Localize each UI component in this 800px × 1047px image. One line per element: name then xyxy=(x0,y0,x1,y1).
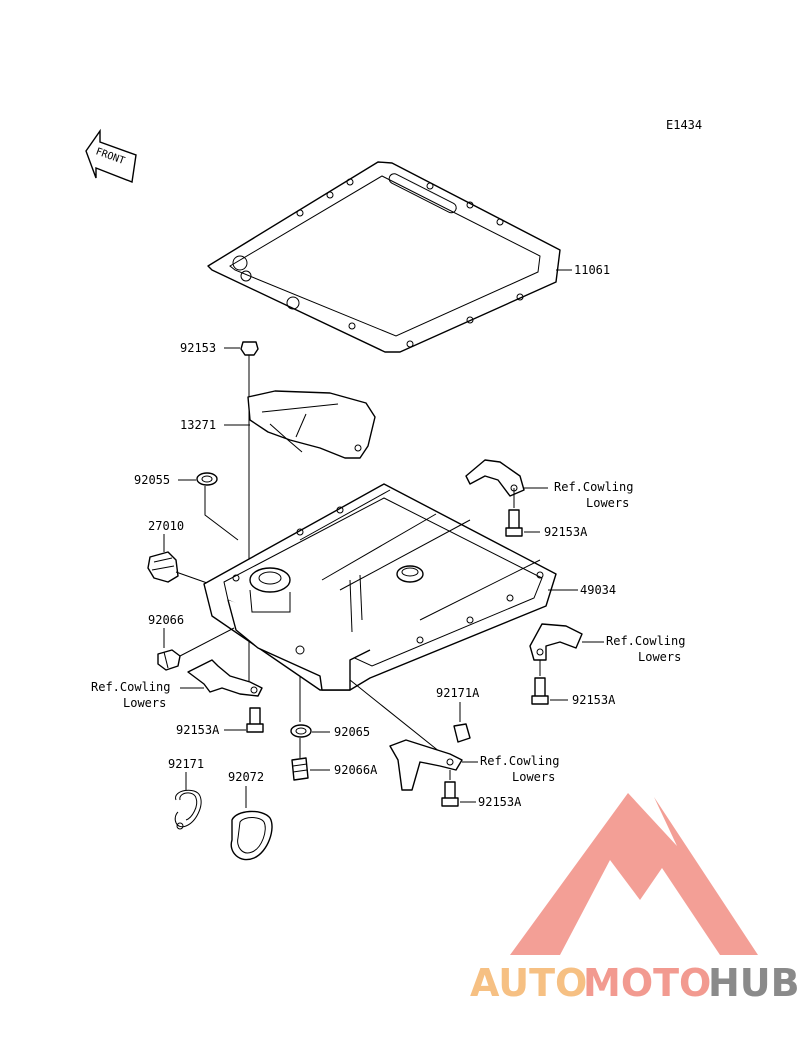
clip-92171A xyxy=(453,723,471,743)
ref2-line2: Lowers xyxy=(638,650,681,664)
watermark-logo: AUTO MOTO HUB xyxy=(470,793,800,1005)
bracket-cowling-bottom xyxy=(389,739,463,791)
ref4-line2: Lowers xyxy=(512,770,555,784)
bracket-cowling-left xyxy=(187,659,263,697)
watermark-text-moto: MOTO xyxy=(583,961,711,1005)
ref3-line2: Lowers xyxy=(123,696,166,710)
bolt-92153A-r1 xyxy=(505,509,523,537)
label-92153A-l: 92153A xyxy=(176,723,220,737)
ref1-line1: Ref.Cowling xyxy=(554,480,633,494)
label-49034: 49034 xyxy=(580,583,616,597)
bracket-cowling-top-right xyxy=(465,459,525,497)
bolt-92153A-bottom xyxy=(441,781,459,807)
label-92065: 92065 xyxy=(334,725,370,739)
ref3-line1: Ref.Cowling xyxy=(91,680,170,694)
ref1-line2: Lowers xyxy=(586,496,629,510)
label-92153-top: 92153 xyxy=(180,341,216,355)
label-13271: 13271 xyxy=(180,418,216,432)
label-27010: 27010 xyxy=(148,519,184,533)
diagram-id: E1434 xyxy=(666,118,702,132)
label-92153A-r2: 92153A xyxy=(572,693,616,707)
oil-pan-49034 xyxy=(203,483,557,691)
baffle-plate-13271 xyxy=(247,390,376,459)
ref2-line1: Ref.Cowling xyxy=(606,634,685,648)
watermark-text-hub: HUB xyxy=(708,961,800,1005)
label-92153A-r1: 92153A xyxy=(544,525,588,539)
clamp-92171 xyxy=(174,789,202,830)
label-92072: 92072 xyxy=(228,770,264,784)
label-92066A: 92066A xyxy=(334,763,378,777)
label-11061: 11061 xyxy=(574,263,610,277)
label-92066: 92066 xyxy=(148,613,184,627)
bolt-92153A-r2 xyxy=(531,677,549,705)
plug-92066 xyxy=(157,649,181,671)
label-92153A-b: 92153A xyxy=(478,795,522,809)
watermark-text-auto: AUTO xyxy=(470,961,587,1005)
bracket-cowling-right xyxy=(529,623,583,661)
front-arrow-icon: FRONT xyxy=(85,128,137,183)
gasket-11061 xyxy=(207,161,561,353)
band-92072 xyxy=(230,810,273,861)
switch-27010 xyxy=(147,551,179,583)
bolt-92153A-left xyxy=(246,707,264,733)
bolt-92153-top xyxy=(240,341,259,356)
label-92055: 92055 xyxy=(134,473,170,487)
washer-92065 xyxy=(290,724,312,738)
washer-92055 xyxy=(196,472,218,486)
ref4-line1: Ref.Cowling xyxy=(480,754,559,768)
label-92171: 92171 xyxy=(168,757,204,771)
label-92171A: 92171A xyxy=(436,686,480,700)
plug-92066A xyxy=(291,757,309,781)
